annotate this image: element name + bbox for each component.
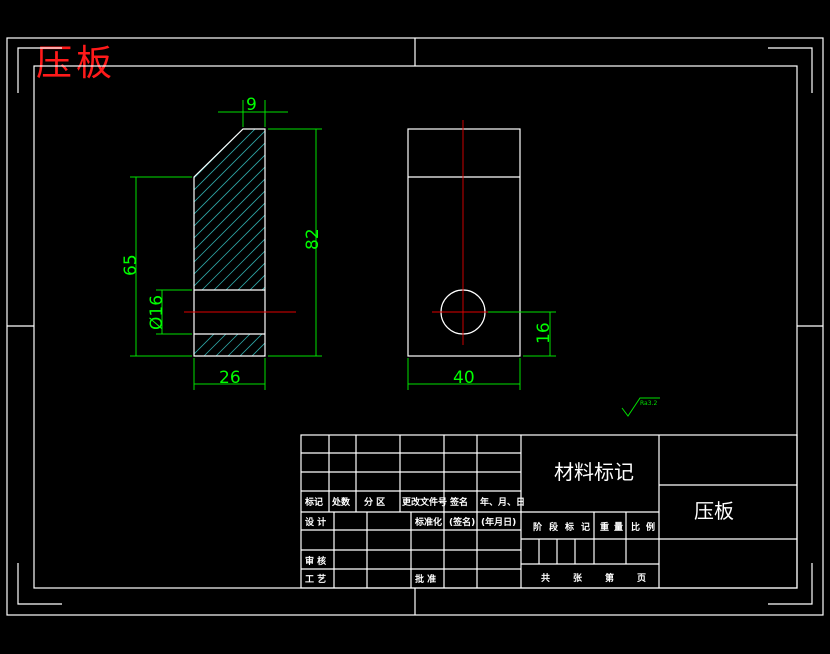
weight-header-0: 重 [600,521,609,533]
dim-height-total: 82 [303,228,323,250]
stage-header-2: 标 [564,521,574,533]
row-review: 审 核 [305,555,326,567]
front-view-dimensions [407,311,556,390]
drawing-title: 压板 [36,43,117,84]
part-name: 压板 [694,499,734,523]
roughness-symbol: Ra3.2 [621,397,660,417]
front-view [407,120,521,357]
row-process: 工 艺 [305,573,326,585]
dim-front-width: 40 [453,368,475,388]
side-view [184,128,296,357]
rev-header-mark: 标记 [304,496,323,508]
row-design: 设 计 [305,516,326,528]
row-standard: 标准化 [414,516,442,528]
rev-header-zone: 分 区 [364,496,385,508]
dim-height-left: 65 [121,254,141,276]
stage-header-1: 段 [549,521,559,533]
sheet-label-page: 页 [637,573,646,584]
scale-header-0: 比 [631,521,640,533]
row-approve: 批 准 [415,573,436,585]
stage-header-3: 记 [581,521,590,533]
sheet-label-sheets: 张 [573,572,583,584]
material-label: 材料标记 [554,460,634,484]
row-sign: (签名) [449,516,475,528]
scale-header-1: 例 [646,521,655,533]
rev-header-date: 年、月、日 [480,496,525,508]
dim-hole-height: 16 [534,322,554,344]
dim-base-width: 26 [219,368,241,388]
rev-header-sign: 签名 [449,496,468,508]
dim-hole-dia: Ø16 [147,295,167,330]
dim-top-width: 9 [246,95,257,115]
sheet-label-no: 第 [605,572,614,584]
title-block-grid [300,434,798,589]
side-view-dimensions [130,100,322,390]
corner-marks [17,47,813,605]
weight-header-1: 量 [614,521,623,533]
row-date: (年月日) [481,516,516,528]
rev-header-file: 更改文件号 [402,496,447,508]
sheet-label-total: 共 [541,572,550,584]
svg-text:Ra3.2: Ra3.2 [640,400,657,407]
rev-header-count: 处数 [331,496,351,508]
sheet-border [6,37,824,616]
stage-header-0: 阶 [533,521,543,533]
